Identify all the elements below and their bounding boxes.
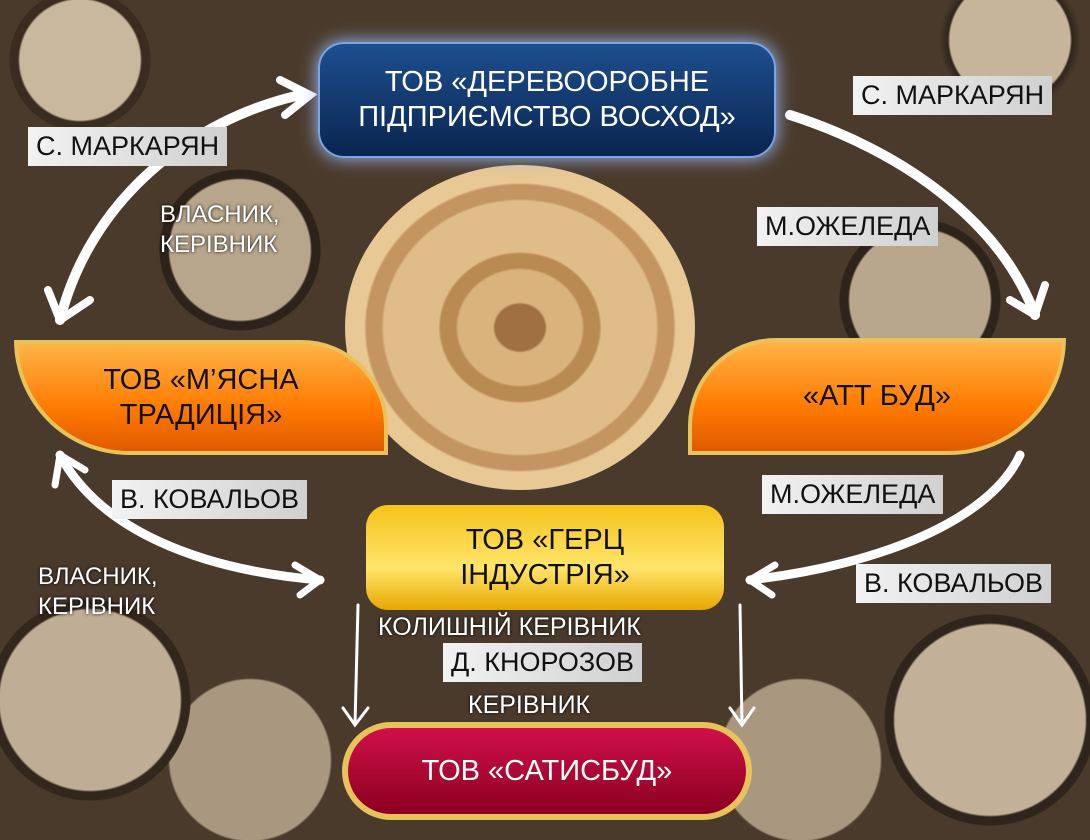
person-ozheleda-upper: М.ОЖЕЛЕДА <box>757 207 939 246</box>
arrow-center-bottom-right <box>728 603 756 728</box>
person-markaryan-left: С. МАРКАРЯН <box>28 127 228 166</box>
person-ozheleda-lower: М.ОЖЕЛЕДА <box>762 475 944 514</box>
role-owner-manager-top: ВЛАСНИК, КЕРІВНИК <box>160 201 280 258</box>
node-satysbud: ТОВ «САТИСБУД» <box>342 722 752 820</box>
node-herts-industriya: ТОВ «ГЕРЦ ІНДУСТРІЯ» <box>366 505 724 610</box>
person-knorozov: Д. КНОРОЗОВ <box>443 643 642 682</box>
node-voskhod: ТОВ «ДЕРЕВООРОБНЕ ПІДПРИЄМСТВО ВОСХОД» <box>318 42 776 158</box>
person-markaryan-right: С. МАРКАРЯН <box>853 76 1053 115</box>
arrow-right-center <box>745 450 1025 585</box>
person-kovalov-right: В. КОВАЛЬОВ <box>856 564 1052 603</box>
arrow-top-left <box>55 90 305 325</box>
person-kovalov-left: В. КОВАЛЬОВ <box>112 480 308 519</box>
arrow-center-bottom-left <box>341 603 370 728</box>
role-manager: КЕРІВНИК <box>468 691 591 719</box>
role-owner-manager-bottom: ВЛАСНИК, КЕРІВНИК <box>38 563 158 620</box>
node-att-bud: «АТТ БУД» <box>688 338 1066 455</box>
arrow-top-right <box>785 110 1040 320</box>
arrow-left-center <box>55 450 325 585</box>
node-myasna-tradytsiya: ТОВ «М’ЯСНА ТРАДИЦІЯ» <box>14 340 388 455</box>
tree-ring-image <box>345 165 695 490</box>
role-former-manager: КОЛИШНІЙ КЕРІВНИК <box>378 613 641 641</box>
